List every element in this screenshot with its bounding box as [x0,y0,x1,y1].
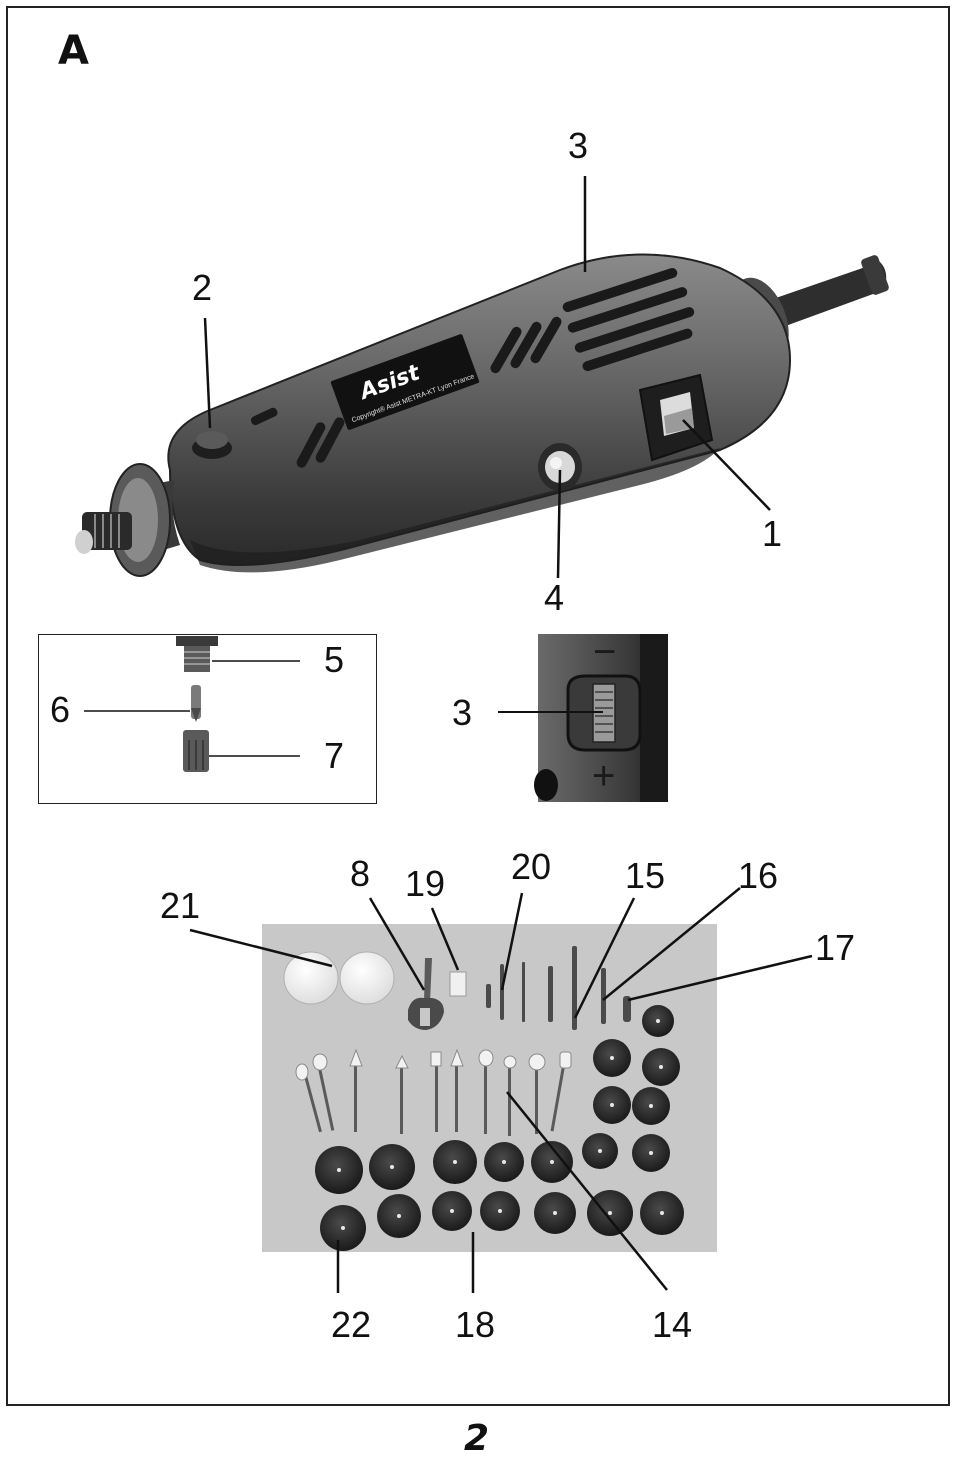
page-number: 2 [464,1418,490,1459]
callout-14: 14 [652,1304,693,1345]
page-frame [6,6,950,1406]
callout-6: 6 [50,689,71,730]
rotary-tool: Asist Copyright® Asist METRA-KT Lyon Fra… [75,253,889,577]
speed-minus-label: − [593,630,617,674]
callout-19: 19 [405,863,446,904]
collet-leader-lines [84,660,300,757]
callout-1-switch: 1 [762,513,783,554]
callout-8: 8 [350,853,371,894]
callout-15: 15 [625,855,666,896]
accessories-panel [262,924,717,1252]
speed-plus-label: + [592,754,616,798]
collet-diagram [176,636,218,772]
callout-3-speed-dial: 3 [568,125,589,166]
callout-16: 16 [738,855,779,896]
accessory-leader-lines [189,887,813,1293]
main-leader-lines [203,176,771,579]
callout-21: 21 [160,885,201,926]
callout-20: 20 [511,846,552,887]
speed-switch-detail [534,634,668,802]
callout-3-speed-switch: 3 [452,692,473,733]
callout-22: 22 [331,1304,372,1345]
section-letter: A [58,28,90,74]
callout-7: 7 [324,735,345,776]
callout-5: 5 [324,639,345,680]
callout-2-spindle-lock: 2 [192,267,213,308]
callout-4-dial: 4 [544,577,565,618]
callout-17: 17 [815,927,856,968]
collet-inset-frame [38,634,377,804]
callout-18: 18 [455,1304,496,1345]
